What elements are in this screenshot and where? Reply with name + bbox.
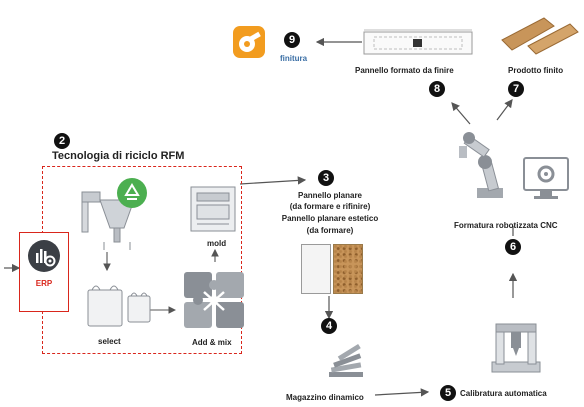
select-label: select — [98, 337, 121, 346]
step-3-badge: 3 — [318, 170, 334, 186]
step-3-line-1: Pannello planare — [297, 191, 363, 200]
arrow-robot-to-7 — [496, 99, 513, 121]
erp-label: ERP — [35, 279, 53, 288]
finishing-icon — [233, 26, 265, 58]
step-9-label: finitura — [280, 54, 308, 63]
cork-panel — [333, 244, 363, 294]
step-3-line-2: (da formare e rifinire) — [289, 202, 371, 211]
finished-product-icon — [498, 10, 580, 58]
step-9-badge: 9 — [284, 32, 300, 48]
arrow-4-to-5 — [374, 388, 430, 397]
step-8-label: Pannello formato da finire — [355, 66, 454, 75]
big-bags-icon — [84, 280, 154, 330]
erp-icon — [27, 239, 61, 273]
warehouse-icon — [325, 342, 369, 382]
mold-press-icon — [188, 184, 238, 234]
arrow-rfm-to-3 — [239, 176, 307, 185]
step-3-line-4: (da formare) — [306, 226, 354, 235]
step-6-badge: 6 — [505, 239, 521, 255]
calibration-machine-icon — [486, 318, 546, 376]
robot-arm-icon — [455, 122, 525, 202]
step-8-badge: 8 — [429, 81, 445, 97]
step-6-label: Formatura robotizzata CNC — [454, 221, 558, 230]
recycle-icon — [117, 178, 147, 208]
mix-label: Add & mix — [192, 338, 232, 347]
step-7-label: Prodotto finito — [508, 66, 564, 75]
step-2-title: Tecnologia di riciclo RFM — [52, 150, 185, 162]
mold-label: mold — [207, 239, 227, 248]
step-3-line-3: Pannello planare estetico — [281, 214, 379, 223]
step-4-badge: 4 — [321, 318, 337, 334]
step-7-badge: 7 — [508, 81, 524, 97]
puzzle-mix-icon — [180, 268, 250, 334]
step-5-label: Calibratura automatica — [460, 389, 547, 398]
formed-panel-drawing — [362, 28, 474, 58]
arrow-robot-to-8 — [451, 102, 471, 125]
step-4-label: Magazzino dinamico — [286, 393, 364, 402]
step-5-badge: 5 — [440, 385, 456, 401]
plain-panel — [301, 244, 331, 294]
erp-box: ERP — [19, 232, 69, 312]
cnc-monitor-icon — [522, 154, 570, 202]
step-2-badge: 2 — [54, 133, 70, 149]
